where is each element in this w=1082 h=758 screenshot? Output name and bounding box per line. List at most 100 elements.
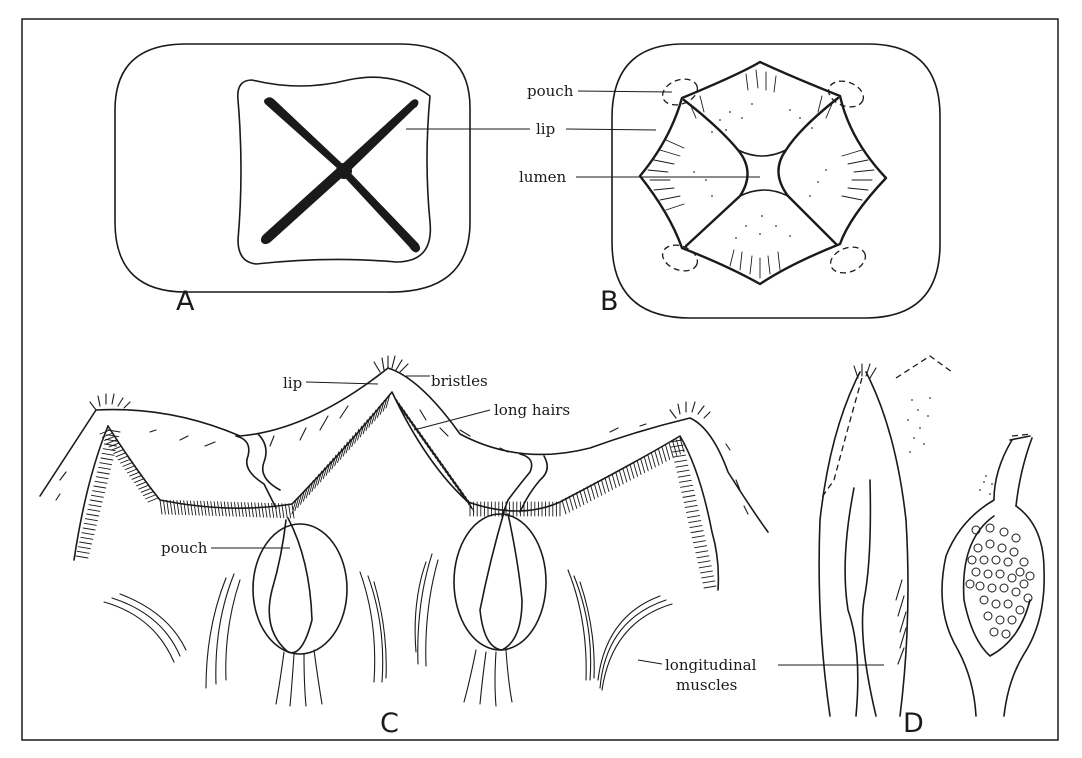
panel-b-lip-outline: [638, 60, 888, 286]
hair-stroke: [102, 448, 116, 452]
hair-stroke: [454, 481, 462, 495]
cell-nucleus: [1023, 593, 1033, 603]
hair-stroke: [442, 463, 449, 477]
panel-d-bulb-outer: [941, 439, 1045, 717]
hair-stroke: [284, 503, 288, 519]
hair-stroke: [439, 460, 447, 474]
hair-stroke: [374, 406, 380, 422]
hair-stroke: [247, 502, 251, 518]
hair-stroke: [682, 494, 696, 498]
hair-stroke: [401, 406, 409, 420]
hair-stroke: [126, 468, 138, 474]
hair-stroke: [190, 500, 193, 516]
cell-nucleus: [965, 579, 975, 589]
hair-stroke: [85, 518, 98, 522]
cell-nucleus: [997, 543, 1007, 553]
hair-stroke: [457, 485, 465, 499]
hair-stroke: [113, 448, 125, 454]
hair-stroke: [183, 500, 187, 516]
hair-stroke: [99, 462, 113, 466]
hair-stroke: [681, 489, 695, 493]
hair-stroke: [377, 403, 382, 419]
hair-stroke: [590, 484, 596, 500]
hair-stroke: [661, 446, 667, 462]
hair-stroke: [297, 493, 303, 509]
hair-stroke: [124, 465, 136, 471]
panel-b-pouch-tl: [661, 78, 699, 106]
hair-stroke: [294, 496, 300, 512]
hair-stroke: [96, 471, 110, 475]
hair-stroke: [179, 500, 183, 516]
hair-stroke: [675, 464, 689, 468]
cell-nucleus: [1019, 557, 1029, 567]
hair-stroke: [234, 501, 237, 517]
panel-d-spindle-inner: [844, 479, 877, 717]
hair-stroke: [107, 429, 121, 433]
hair-stroke: [459, 488, 467, 502]
hair-stroke: [89, 499, 103, 503]
panel-b-pouch-bl: [661, 244, 699, 272]
hair-stroke: [406, 413, 414, 427]
hair-stroke: [357, 425, 362, 441]
cell-nucleus: [971, 567, 981, 577]
label-lip-a: lip: [536, 120, 555, 138]
panel-c-pouch-left: [252, 517, 348, 707]
hair-stroke: [670, 444, 684, 448]
hair-stroke: [82, 527, 96, 531]
hair-stroke: [223, 501, 227, 517]
panel-d-bulb-dash: [1011, 433, 1033, 437]
hair-stroke: [683, 499, 697, 503]
hair-stroke: [579, 490, 585, 506]
label-pouch-b: pouch: [527, 82, 574, 100]
hair-stroke: [173, 499, 176, 515]
panel-d-spindle-hatch: [895, 579, 907, 665]
hair-stroke: [169, 499, 173, 515]
hair-stroke: [81, 532, 95, 536]
hair-stroke: [103, 443, 117, 447]
cell-nucleus: [1007, 573, 1017, 583]
cell-nucleus: [1007, 615, 1017, 625]
cell-nucleus: [1003, 599, 1013, 609]
hair-stroke: [698, 565, 712, 569]
hair-stroke: [665, 445, 671, 460]
hair-stroke: [86, 513, 100, 517]
label-muscles-c: muscles: [676, 676, 737, 694]
cell-nucleus: [989, 627, 999, 637]
hair-stroke: [672, 441, 678, 457]
hair-stroke: [692, 540, 706, 544]
hair-stroke: [257, 502, 261, 518]
hair-stroke: [93, 485, 107, 489]
cell-nucleus: [995, 615, 1005, 625]
hair-stroke: [408, 417, 416, 430]
hair-stroke: [281, 503, 285, 519]
panel-c-letter: C: [380, 708, 399, 739]
hair-stroke: [105, 438, 119, 442]
cell-nucleus: [1025, 571, 1035, 581]
hair-stroke: [305, 483, 311, 499]
hair-stroke: [434, 452, 442, 466]
hair-stroke: [147, 497, 159, 503]
hair-stroke: [618, 469, 624, 485]
hair-stroke: [206, 500, 210, 516]
cell-nucleus: [983, 611, 993, 621]
hair-stroke: [288, 503, 292, 519]
hair-stroke: [267, 502, 271, 518]
hair-stroke: [87, 508, 101, 512]
hair-stroke: [674, 459, 688, 463]
cell-nucleus: [971, 525, 981, 535]
label-pouch-c: pouch: [161, 539, 208, 557]
hair-stroke: [359, 422, 365, 438]
hair-stroke: [320, 467, 325, 483]
hair-stroke: [565, 497, 571, 513]
hair-stroke: [108, 442, 120, 448]
panel-a: A: [114, 43, 471, 317]
cell-nucleus: [983, 569, 993, 579]
hair-stroke: [95, 476, 109, 480]
hair-stroke: [691, 535, 705, 539]
hair-stroke: [586, 486, 592, 502]
hair-stroke: [110, 445, 122, 451]
cell-nucleus: [1015, 567, 1025, 577]
panel-c-lip-surface: [95, 367, 769, 533]
hair-stroke: [643, 456, 649, 472]
hair-stroke: [671, 449, 685, 453]
